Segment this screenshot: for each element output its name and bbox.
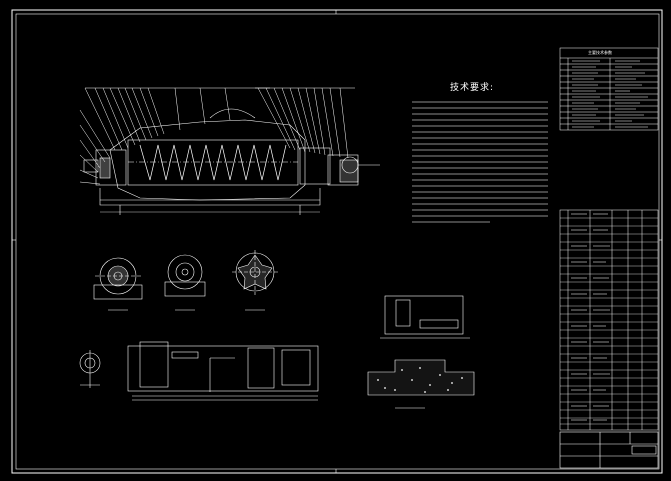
foundation-view	[367, 295, 475, 409]
section-view-b	[164, 254, 206, 311]
technical-requirements-lines	[412, 101, 548, 223]
parts-list-rows	[560, 217, 658, 425]
spec-table-values	[572, 60, 648, 128]
title-block	[559, 431, 659, 469]
spec-table	[559, 47, 659, 131]
detail-view-small	[79, 350, 101, 388]
sheet-inner-border	[15, 13, 660, 470]
zone-ticks	[12, 10, 662, 473]
section-view-c	[232, 250, 278, 311]
sheet-outer-border	[11, 9, 663, 474]
technical-requirements-title: 技术要求:	[450, 83, 495, 93]
part-leader-lines	[79, 87, 355, 185]
parts-list-entries	[571, 213, 610, 421]
main-assembly-view	[83, 108, 380, 215]
base-plan-view	[127, 341, 319, 401]
section-view-a	[93, 257, 143, 311]
parts-list-table	[559, 209, 659, 431]
spec-table-title: 主要技术参数	[588, 50, 612, 55]
